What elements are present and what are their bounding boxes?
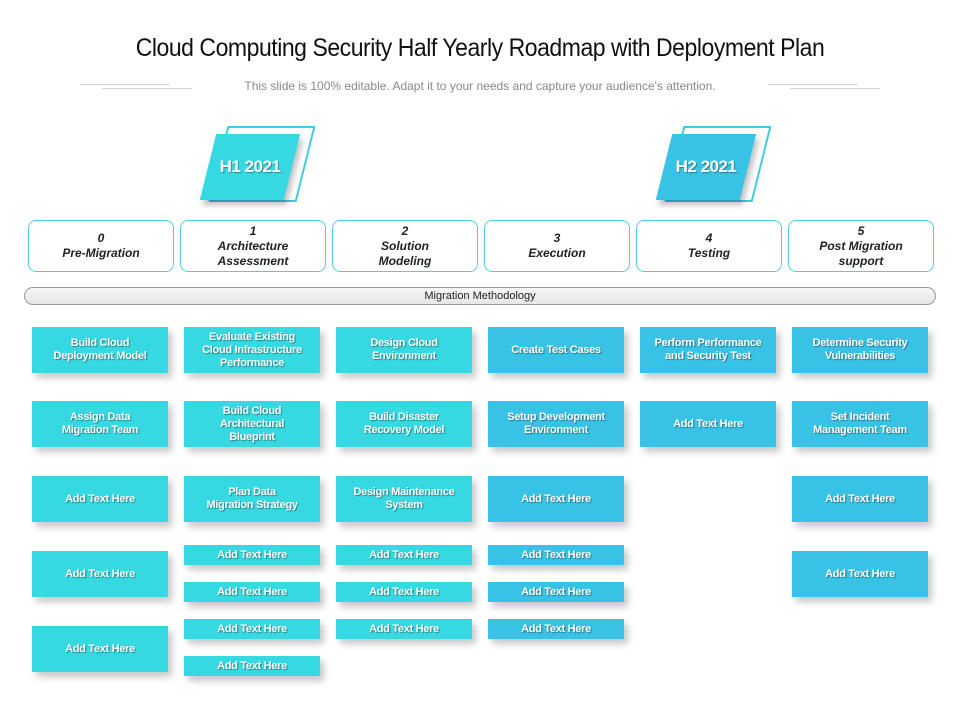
task-card: Design Maintenance System	[336, 476, 472, 522]
task-card: Add Text Here	[32, 626, 168, 672]
phase-name: Solution	[381, 238, 429, 253]
task-card: Perform Performance and Security Test	[640, 327, 776, 373]
phase-name: Architecture	[217, 238, 289, 253]
task-card: Add Text Here	[184, 619, 320, 639]
task-card: Add Text Here	[640, 401, 776, 447]
task-card: Plan Data Migration Strategy	[184, 476, 320, 522]
task-card: Build Cloud Deployment Model	[32, 327, 168, 373]
phase-name: Pre-Migration	[62, 246, 140, 260]
period-h1: H1 2021	[199, 122, 340, 212]
task-card: Add Text Here	[184, 656, 320, 676]
phase-name-line2: Modeling	[378, 253, 432, 268]
phase-name: Post Migration	[819, 238, 903, 253]
task-card: Add Text Here	[336, 545, 472, 565]
task-card: Create Test Cases	[488, 327, 624, 373]
task-card: Add Text Here	[184, 545, 320, 565]
phase-number: 3	[553, 231, 561, 245]
task-card: Add Text Here	[184, 582, 320, 602]
period-h2: H2 2021	[655, 122, 796, 212]
phase-number: 0	[97, 231, 105, 245]
task-card: Add Text Here	[792, 476, 928, 522]
task-card: Add Text Here	[32, 476, 168, 522]
task-card: Evaluate Existing Cloud Infrastructure P…	[184, 327, 320, 373]
phase-number: 1	[249, 223, 257, 238]
slide-title: Cloud Computing Security Half Yearly Roa…	[135, 34, 825, 62]
task-card: Build Disaster Recovery Model	[336, 401, 472, 447]
phase-number: 5	[857, 223, 865, 238]
task-card: Build Cloud Architectural Blueprint	[184, 401, 320, 447]
task-card: Determine Security Vulnerabilities	[792, 327, 928, 373]
task-card: Assign Data Migration Team	[32, 401, 168, 447]
phase-name-line2: Assessment	[217, 253, 289, 268]
task-card: Add Text Here	[488, 545, 624, 565]
task-card: Add Text Here	[488, 619, 624, 639]
phase-number: 2	[401, 223, 409, 238]
phase-name: Execution	[528, 246, 586, 260]
task-card: Add Text Here	[336, 619, 472, 639]
migration-methodology-bar: Migration Methodology	[24, 287, 936, 305]
phase-name: Testing	[687, 246, 731, 260]
task-card: Design Cloud Environment	[336, 327, 472, 373]
task-card: Add Text Here	[488, 582, 624, 602]
task-card: Add Text Here	[488, 476, 624, 522]
task-card: Add Text Here	[32, 551, 168, 597]
phase-name-line2: support	[838, 253, 884, 268]
decorative-line	[768, 84, 858, 85]
slide-subtitle: This slide is 100% editable. Adapt it to…	[244, 79, 716, 93]
period-label: H2 2021	[675, 157, 737, 176]
phase-number: 4	[705, 231, 713, 245]
decorative-line	[790, 88, 880, 89]
decorative-line	[102, 88, 192, 89]
decorative-line	[80, 84, 170, 85]
task-card: Setup Development Environment	[488, 401, 624, 447]
period-label: H1 2021	[219, 157, 281, 176]
task-card: Set Incident Management Team	[792, 401, 928, 447]
task-card: Add Text Here	[336, 582, 472, 602]
task-card: Add Text Here	[792, 551, 928, 597]
